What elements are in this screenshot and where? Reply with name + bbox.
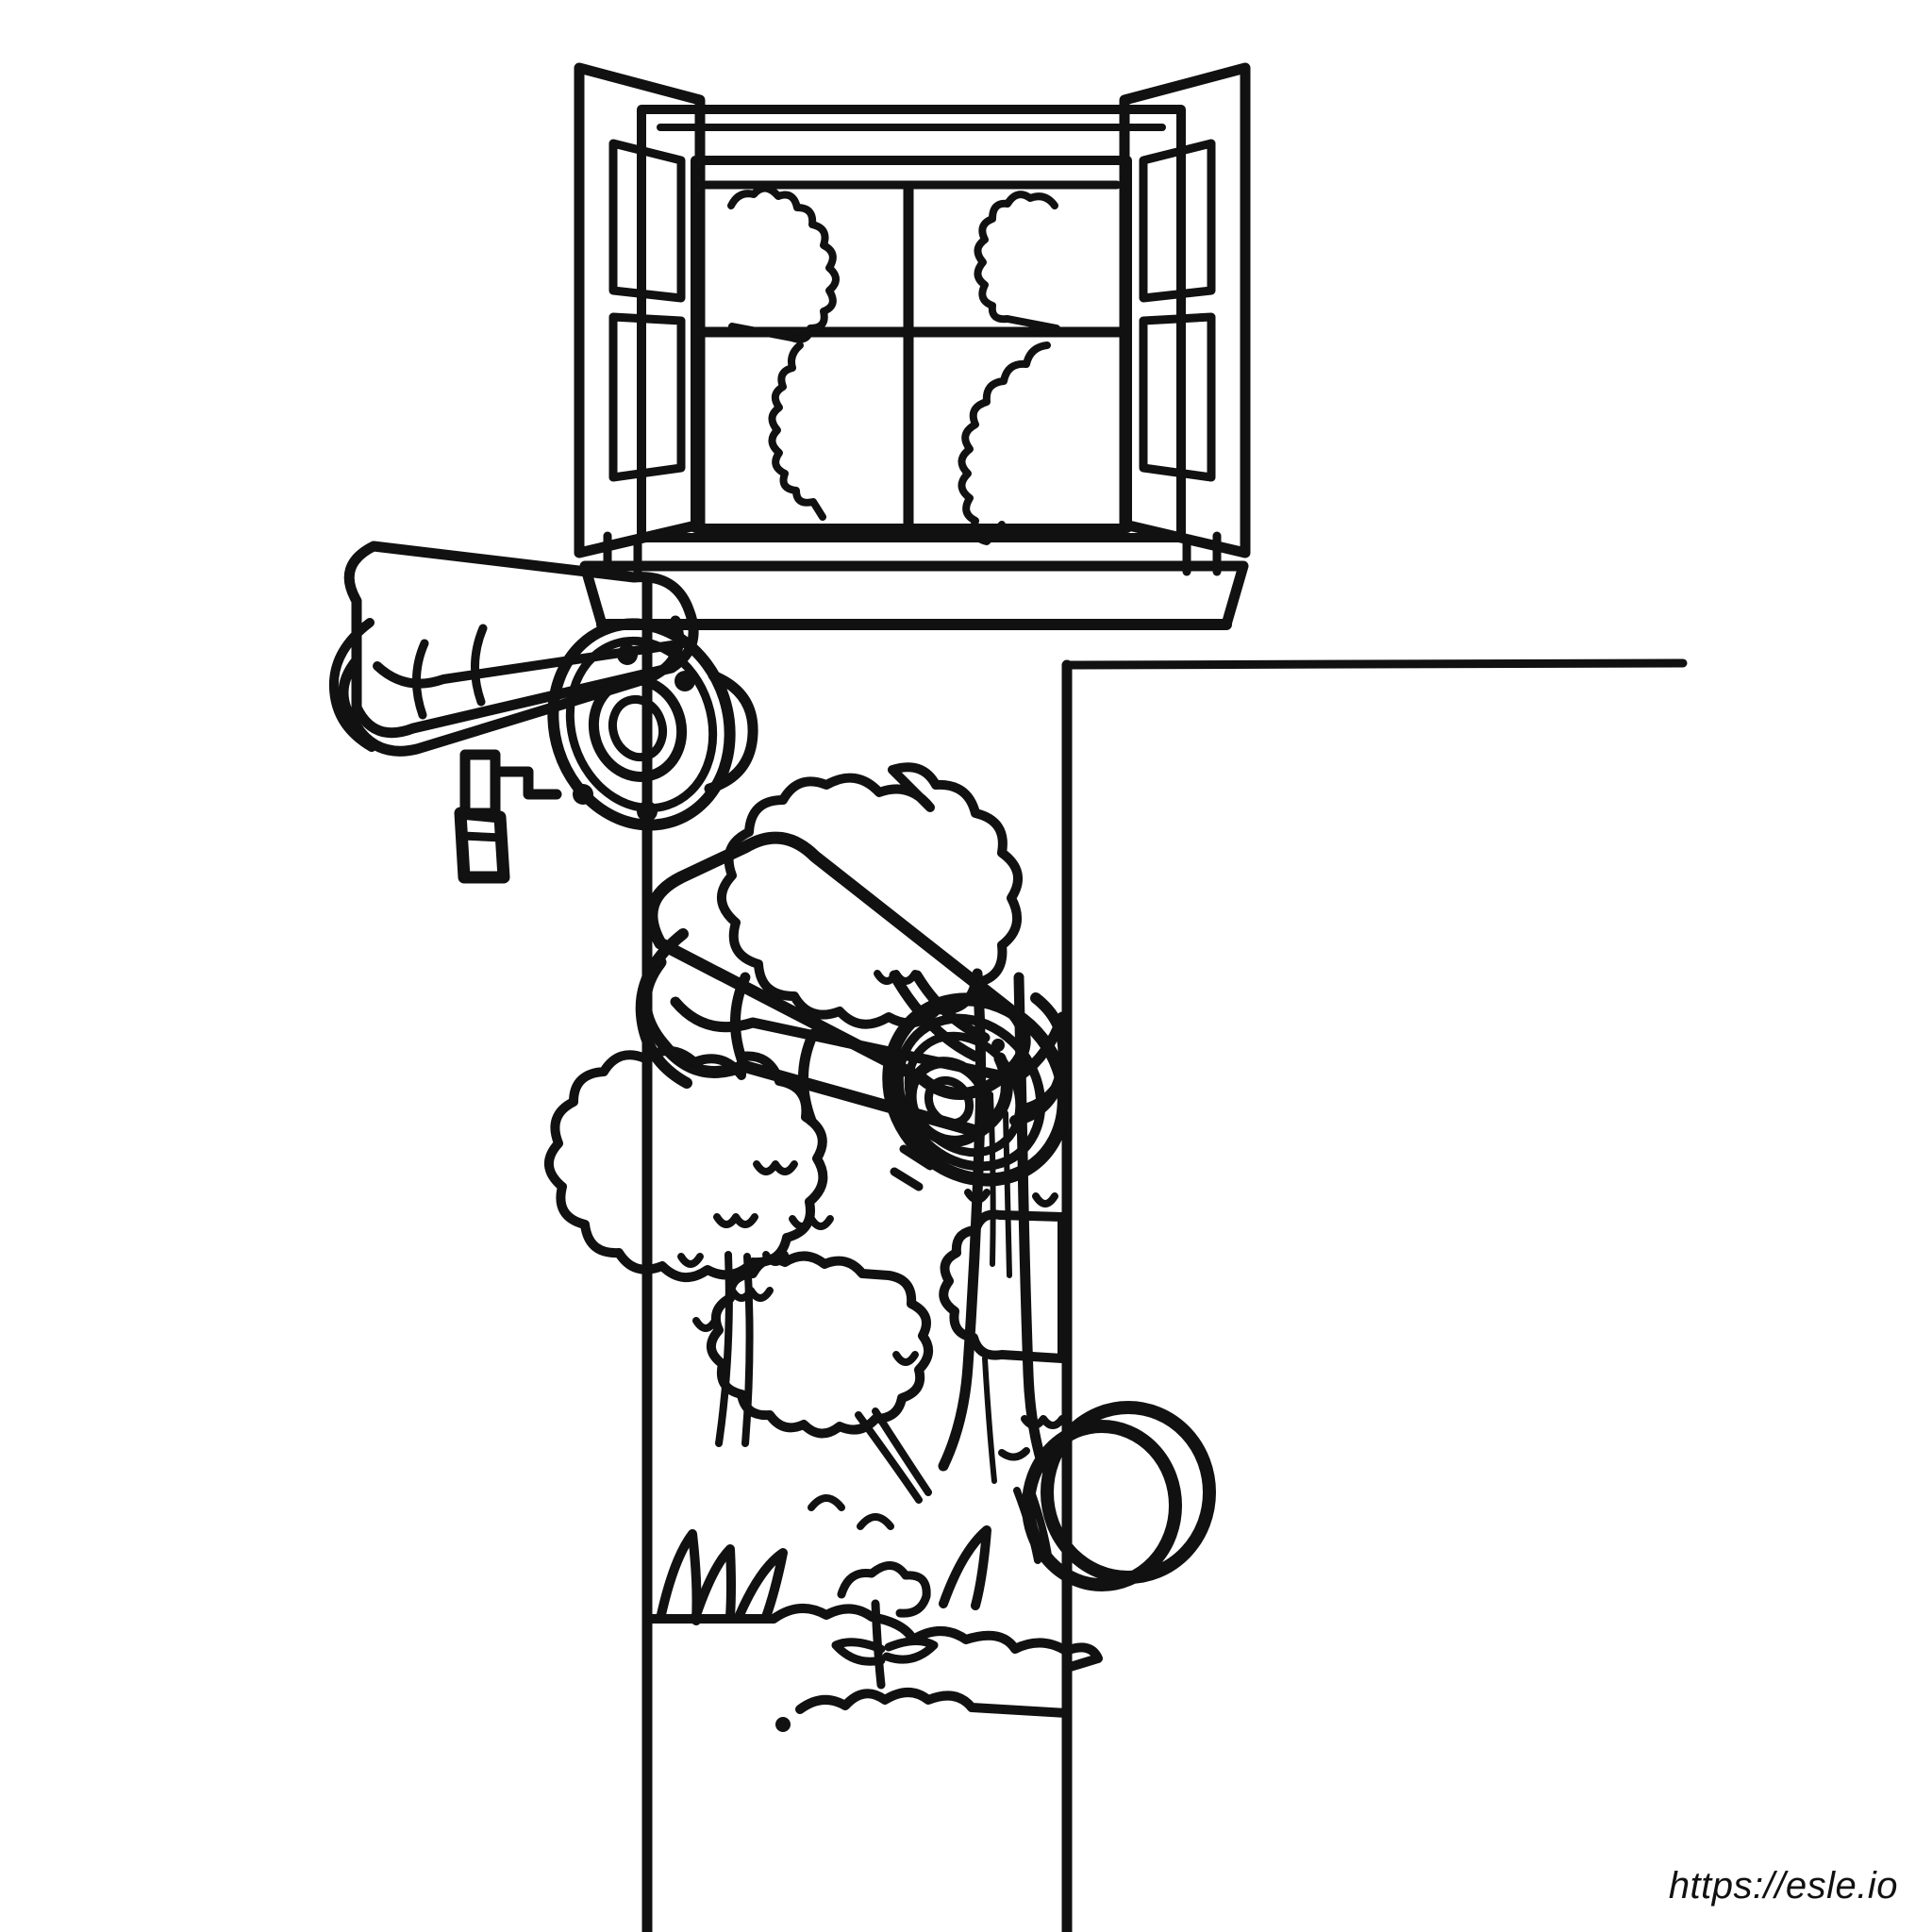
camera-ir-leds xyxy=(573,644,695,822)
camera-ir-led xyxy=(991,1039,1005,1052)
camera-mount-bracket xyxy=(454,749,562,884)
window-view-foliage xyxy=(727,184,1060,545)
tree-trunk xyxy=(889,968,1072,1474)
camera-sun-shade xyxy=(645,831,1031,1100)
camera-lens-highlight xyxy=(890,1144,935,1191)
window-sill xyxy=(579,560,1249,630)
ground-dot xyxy=(775,1717,791,1732)
camera-lens xyxy=(588,675,688,782)
round-object xyxy=(1022,1401,1216,1591)
window-group xyxy=(574,62,1251,630)
bush-left-trunk xyxy=(715,1251,754,1447)
leaf-mark-near-round-object xyxy=(1021,1415,1066,1429)
camera-body-segments xyxy=(411,624,488,720)
bush-left-canopy xyxy=(544,1046,828,1282)
scenery-group xyxy=(544,762,1216,1732)
window-shutter-left[interactable] xyxy=(574,62,706,576)
grass-near-round-object xyxy=(1013,1487,1053,1566)
bush-small-canopy xyxy=(707,1251,933,1439)
camera-sun-shade xyxy=(343,541,699,739)
tree-bark-lines xyxy=(982,1091,1012,1484)
grass xyxy=(656,1525,991,1625)
camera-lower[interactable] xyxy=(635,831,1100,1215)
bush-small-stem xyxy=(855,1407,932,1504)
flower xyxy=(831,1561,939,1690)
ground-line xyxy=(644,1604,1103,1718)
camera-lens-housing xyxy=(547,618,736,831)
camera-upper[interactable] xyxy=(328,541,758,884)
watermark-url: https://esle.io xyxy=(1668,1865,1898,1907)
foliage-leaf-marks xyxy=(677,970,1058,1530)
leaf-mark-edge xyxy=(998,1447,1030,1461)
tree-large-canopy xyxy=(716,762,1024,1029)
